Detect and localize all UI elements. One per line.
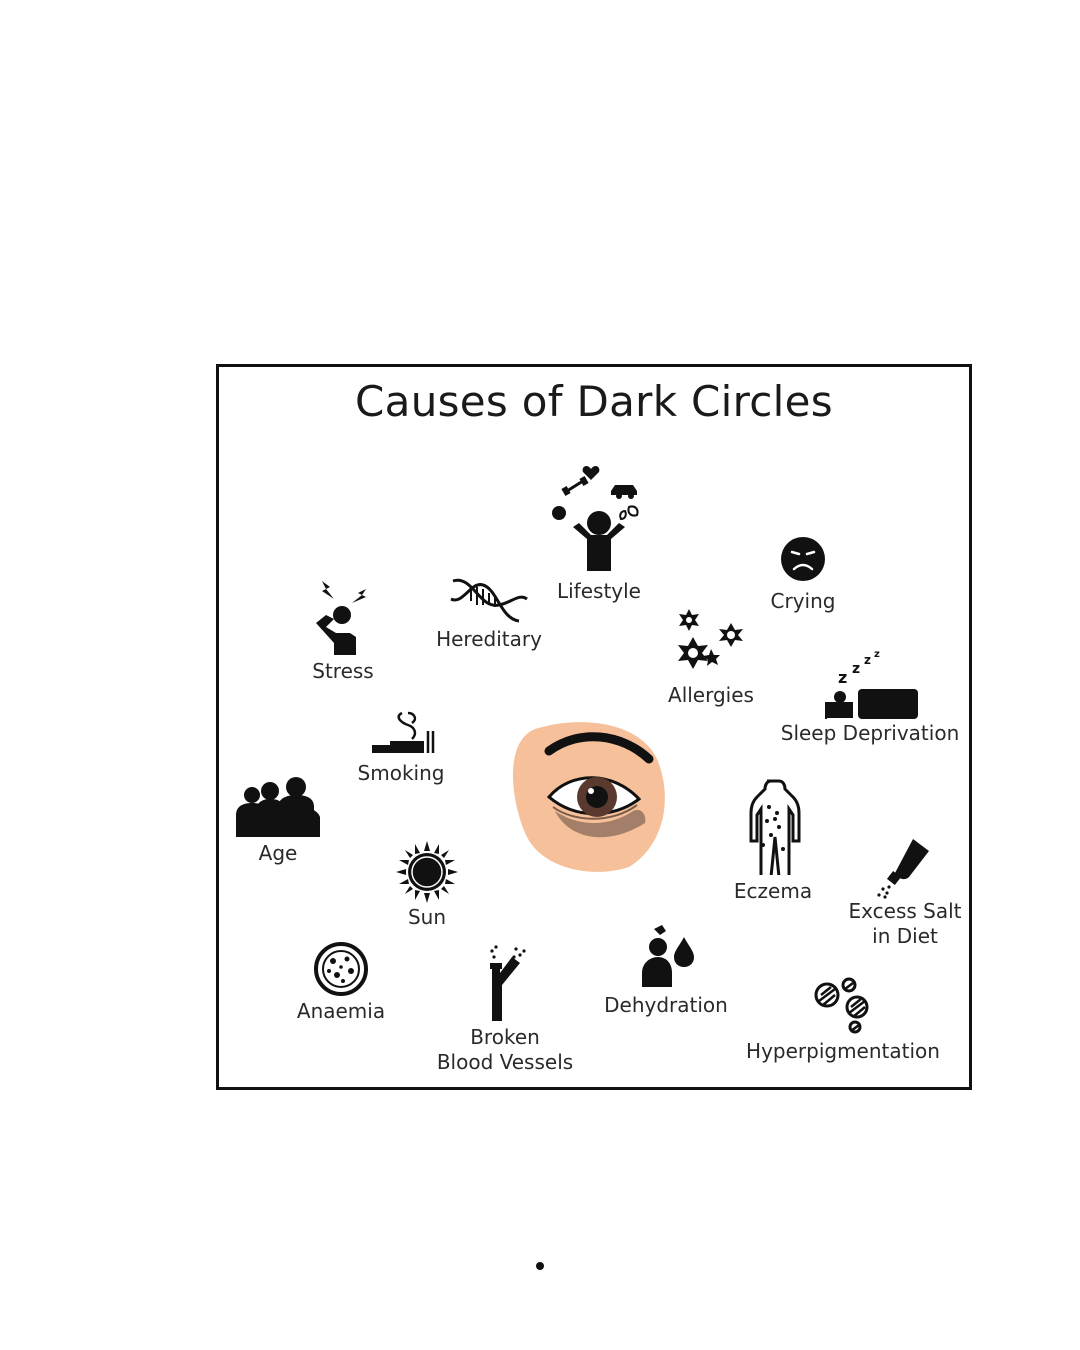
broken-vessel-icon <box>490 945 526 1021</box>
sad-face-icon <box>781 537 825 581</box>
label-crying: Crying <box>770 589 836 613</box>
label-smoking: Smoking <box>357 761 445 785</box>
svg-text:z: z <box>864 653 871 667</box>
people-group-icon <box>236 777 320 837</box>
label-vessels: Broken Blood Vessels <box>431 1025 579 1075</box>
body-spots-icon <box>749 779 801 875</box>
dna-icon <box>450 578 528 623</box>
label-stress: Stress <box>312 659 374 683</box>
label-anaemia: Anaemia <box>296 999 386 1023</box>
svg-text:z: z <box>838 668 847 687</box>
stressed-person-icon <box>316 581 366 655</box>
cause-age: Age <box>233 777 323 866</box>
label-sleep: Sleep Deprivation <box>780 721 960 745</box>
label-vessels-line2: Blood Vessels <box>436 1050 574 1074</box>
label-sun: Sun <box>407 905 447 929</box>
label-hereditary: Hereditary <box>436 627 542 651</box>
blood-cell-icon <box>314 942 368 996</box>
dark-circle-eye-illustration <box>512 722 665 872</box>
person-juggling-icon <box>552 465 639 571</box>
label-hyperpigmentation: Hyperpigmentation <box>746 1039 940 1063</box>
label-lifestyle: Lifestyle <box>556 579 641 603</box>
cause-vessels: Broken Blood Vessels <box>431 945 579 1075</box>
label-salt-line2: in Diet <box>872 924 938 948</box>
label-salt-line1: Excess Salt <box>848 899 962 923</box>
cause-anaemia: Anaemia <box>291 941 391 1024</box>
cause-stress: Stress <box>303 579 383 684</box>
pills-icon <box>814 977 869 1034</box>
cause-smoking: Smoking <box>351 707 451 786</box>
cause-allergies: Allergies <box>661 609 761 708</box>
diagram-title: Causes of Dark Circles <box>355 377 833 426</box>
sun-icon <box>396 841 458 903</box>
diagram-frame: Causes of Dark Circles Lifestyle Crying <box>216 364 972 1090</box>
cause-lifestyle: Lifestyle <box>549 461 649 604</box>
cause-dehydration: Dehydration <box>601 923 731 1018</box>
label-eczema: Eczema <box>733 879 813 903</box>
cause-hyperpigmentation: Hyperpigmentation <box>743 975 943 1064</box>
page-bullet <box>536 1262 544 1270</box>
salt-shaker-icon <box>877 839 929 899</box>
label-vessels-line1: Broken <box>470 1025 540 1049</box>
label-allergies: Allergies <box>668 683 754 707</box>
cause-sleep: z z z z Sleep Deprivation <box>775 649 965 746</box>
cause-sun: Sun <box>387 841 467 930</box>
sleeping-person-icon: z z z z <box>825 649 918 719</box>
svg-text:z: z <box>852 661 860 677</box>
label-salt: Excess Salt in Diet <box>843 899 967 949</box>
cause-eczema: Eczema <box>723 779 823 904</box>
label-age: Age <box>258 841 298 865</box>
cigarette-icon <box>372 711 435 753</box>
person-drop-icon <box>642 925 694 987</box>
allergen-stars-icon <box>678 609 743 669</box>
center-eye <box>509 719 669 873</box>
svg-text:z: z <box>874 649 880 660</box>
cause-crying: Crying <box>753 535 853 614</box>
label-dehydration: Dehydration <box>604 993 728 1017</box>
cause-salt: Excess Salt in Diet <box>843 837 967 949</box>
cause-hereditary: Hereditary <box>429 575 549 652</box>
